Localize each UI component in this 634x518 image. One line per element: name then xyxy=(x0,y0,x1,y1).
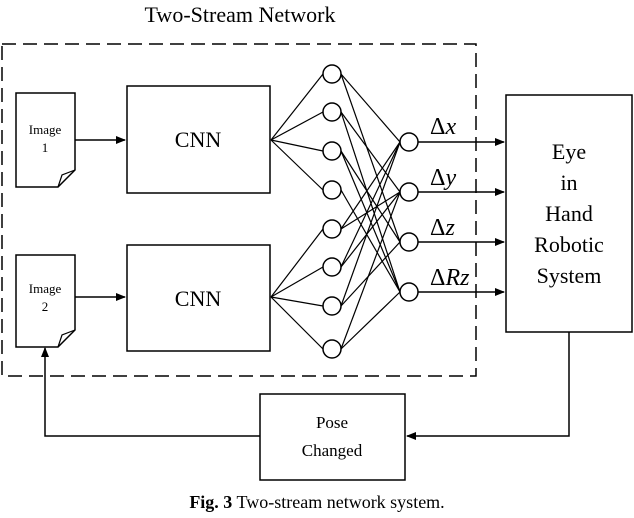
output-node xyxy=(399,132,419,152)
hidden-node xyxy=(322,219,342,239)
hidden-edge xyxy=(340,111,401,193)
fanout-edge-top xyxy=(270,111,324,141)
hidden-edge xyxy=(340,191,401,268)
cnn-box-1 xyxy=(126,85,271,194)
hidden-edge xyxy=(340,150,401,243)
output-label-dz: Δz xyxy=(430,215,455,241)
feedback-line-pose-to-image2 xyxy=(41,347,260,437)
hidden-node xyxy=(322,180,342,200)
hidden-edge xyxy=(340,191,401,350)
network-connections xyxy=(270,73,401,350)
output-node xyxy=(399,182,419,202)
fanout-edge-bottom xyxy=(270,266,324,298)
hidden-edge xyxy=(340,241,401,307)
fanout-edge-top xyxy=(270,139,324,191)
pose-line-2: Changed xyxy=(302,441,363,460)
fanout-edge-bottom xyxy=(270,228,324,298)
pose-changed-box xyxy=(259,393,406,481)
image-1-document: Image 1 xyxy=(15,92,76,188)
system-line-5: System xyxy=(537,263,602,288)
hidden-edge xyxy=(340,141,401,230)
system-line-3: Hand xyxy=(545,201,593,226)
output-label-dy: Δy xyxy=(430,165,456,191)
cnn-1-label: CNN xyxy=(175,127,222,152)
fanout-edge-bottom xyxy=(270,296,324,350)
system-line-2: in xyxy=(560,170,577,195)
fanout-edge-top xyxy=(270,139,324,152)
hidden-edge xyxy=(340,73,401,143)
hidden-edge xyxy=(340,111,401,293)
hidden-node xyxy=(322,296,342,316)
hidden-node xyxy=(322,141,342,161)
network-boundary xyxy=(1,43,477,377)
feedback-line-system-to-pose xyxy=(406,332,570,440)
image-1-label: Image xyxy=(29,122,62,137)
pose-line-1: Pose xyxy=(316,413,348,432)
hidden-node xyxy=(322,102,342,122)
hidden-node xyxy=(322,64,342,84)
fanout-edge-bottom xyxy=(270,296,324,307)
output-label-dx: Δx xyxy=(430,114,456,140)
cnn-box-2 xyxy=(126,244,271,352)
hidden-edge xyxy=(340,141,401,268)
hidden-edge xyxy=(340,291,401,350)
output-node xyxy=(399,282,419,302)
hidden-edge xyxy=(340,150,401,293)
hidden-edge xyxy=(340,73,401,243)
hidden-node xyxy=(322,339,342,359)
hidden-edge xyxy=(340,189,401,293)
cnn-2-label: CNN xyxy=(175,286,222,311)
system-line-4: Robotic xyxy=(534,232,604,257)
image-2-number: 2 xyxy=(42,299,49,314)
hidden-node xyxy=(322,257,342,277)
hidden-edge xyxy=(340,191,401,230)
hidden-edge xyxy=(340,141,401,307)
image-2-document: Image 2 xyxy=(15,254,76,348)
output-label-drz: ΔRz xyxy=(430,265,470,291)
network-nodes xyxy=(322,64,419,359)
diagram-title: Two-Stream Network xyxy=(145,2,336,27)
fanout-edge-top xyxy=(270,73,324,141)
image-1-number: 1 xyxy=(42,140,49,155)
system-line-1: Eye xyxy=(552,139,586,164)
image-2-label: Image xyxy=(29,281,62,296)
output-node xyxy=(399,232,419,252)
figure-caption: Fig. 3 Two-stream network system. xyxy=(189,492,444,512)
